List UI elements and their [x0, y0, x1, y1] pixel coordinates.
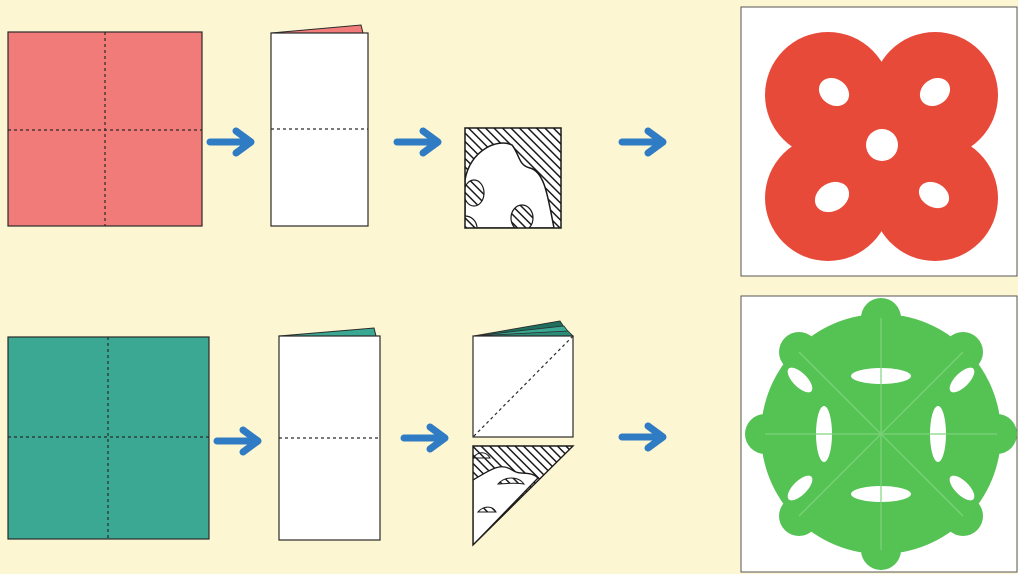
arrow-icon: [622, 426, 663, 448]
arrow-icon: [397, 131, 438, 153]
red-cutout-result-photo: [741, 7, 1017, 276]
row-red: [8, 7, 1017, 276]
teal-quarter-folded-paper: [473, 321, 573, 437]
arrow-icon: [622, 131, 663, 153]
arrow-icon: [210, 131, 251, 153]
teal-half-folded-paper: [279, 328, 380, 540]
arrow-icon: [404, 427, 445, 449]
red-square-paper: [8, 32, 202, 226]
green-snowflake-cutout: [745, 298, 1017, 570]
teal-square-paper: [8, 337, 209, 539]
row-green: [8, 296, 1017, 572]
red-half-folded-paper: [271, 25, 368, 226]
red-flower-cutout: [765, 32, 998, 261]
teal-triangle-cut-pattern: [473, 446, 573, 560]
arrow-icon: [217, 430, 258, 452]
green-cutout-result-photo: [741, 296, 1017, 572]
red-quarter-folded-cut-pattern: [453, 128, 561, 240]
